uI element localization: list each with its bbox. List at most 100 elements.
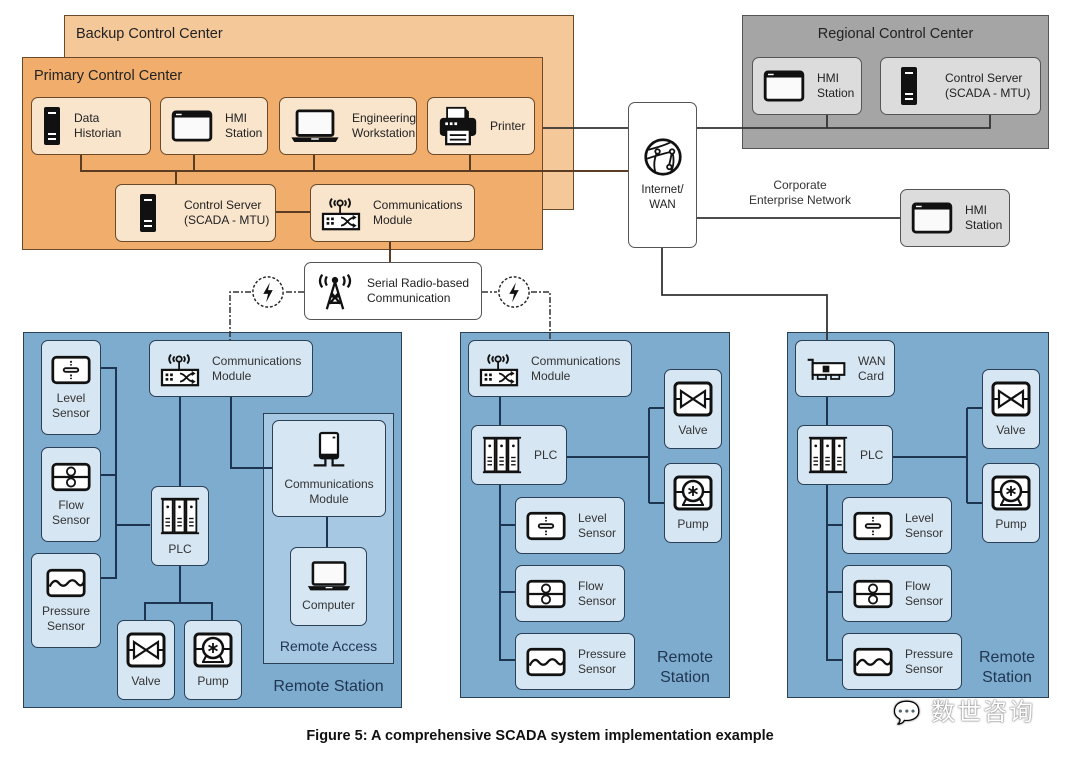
primary-control-center-title: Primary Control Center [34, 68, 183, 84]
rs2-plc-label: PLC [534, 447, 558, 462]
remote-station-1-wires [101, 367, 328, 620]
engineering-workstation-label: Engineering Workstation [352, 111, 417, 140]
regional-control-server-label: Control Server (SCADA - MTU) [945, 71, 1031, 100]
rs3-pressure-sensor-label: Pressure Sensor [905, 646, 954, 676]
rs2-flow-sensor-node[interactable]: Flow Sensor [515, 565, 625, 622]
communications-module-label: Communications Module [373, 198, 463, 227]
rs1-level-sensor-node[interactable]: Level Sensor [41, 340, 101, 435]
plc-icon [482, 435, 522, 475]
rs3-pressure-sensor-node[interactable]: Pressure Sensor [842, 633, 962, 690]
comms-module-icon [160, 351, 200, 387]
window-icon [171, 110, 213, 142]
window-icon [911, 202, 953, 234]
rs1-pump-node[interactable]: Pump [184, 620, 242, 700]
wan-wires [543, 115, 991, 340]
rs2-flow-sensor-label: Flow Sensor [578, 578, 617, 608]
globe-icon [643, 137, 683, 177]
ra-computer-node[interactable]: Computer [290, 547, 367, 626]
rs3-plc-node[interactable]: PLC [797, 425, 893, 485]
rs3-valve-node[interactable]: Valve [982, 369, 1040, 449]
hmi-station-node[interactable]: HMI Station [160, 97, 268, 155]
flow-sensor-icon [853, 579, 893, 609]
pump-icon [991, 475, 1031, 511]
figure-caption: Figure 5: A comprehensive SCADA system i… [306, 728, 774, 744]
rs1-pump-label: Pump [197, 673, 229, 688]
rs2-communications-module-node[interactable]: Communications Module [468, 340, 632, 397]
corporate-hmi-station-label: HMI Station [965, 203, 1003, 232]
watermark: 💬 数世咨询 [893, 692, 1035, 727]
valve-icon [991, 381, 1031, 417]
rs3-pump-node[interactable]: Pump [982, 463, 1040, 543]
rs2-level-sensor-node[interactable]: Level Sensor [515, 497, 625, 554]
window-icon [763, 70, 805, 102]
rs2-valve-node[interactable]: Valve [664, 369, 722, 449]
plc-icon [160, 496, 200, 536]
rs2-level-sensor-label: Level Sensor [578, 510, 617, 540]
ra-communications-module-label: Communications Module [284, 476, 374, 506]
rs1-remote-station-label: Remote Station [273, 678, 384, 695]
rs1-plc-node[interactable]: PLC [151, 486, 209, 566]
rs1-flow-sensor-node[interactable]: Flow Sensor [41, 447, 101, 542]
radio-link-bolt-icon-left [251, 275, 285, 309]
control-server-node[interactable]: Control Server (SCADA - MTU) [115, 184, 276, 242]
rs3-valve-label: Valve [996, 422, 1026, 437]
backup-control-center-title: Backup Control Center [76, 26, 223, 42]
level-sensor-icon [51, 355, 91, 385]
rs3-level-sensor-node[interactable]: Level Sensor [842, 497, 952, 554]
ra-communications-module-node[interactable]: Communications Module [272, 420, 386, 517]
rs2-pump-label: Pump [677, 516, 709, 531]
rs2-remote-station-label: Remote Station [656, 649, 714, 686]
internet-wan-label: Internet/ WAN [641, 184, 684, 211]
remote-station-2-wires [499, 397, 664, 661]
level-sensor-icon [853, 511, 893, 541]
corporate-hmi-station-node[interactable]: HMI Station [900, 189, 1010, 247]
radio-tower-icon [315, 271, 355, 311]
engineering-workstation-node[interactable]: Engineering Workstation [279, 97, 417, 155]
rs3-flow-sensor-node[interactable]: Flow Sensor [842, 565, 952, 622]
printer-node[interactable]: Printer [427, 97, 535, 155]
communications-module-node[interactable]: Communications Module [310, 184, 475, 242]
pressure-sensor-icon [526, 647, 566, 677]
serial-radio-label: Serial Radio-based Communication [367, 276, 470, 305]
rs1-valve-label: Valve [131, 673, 161, 688]
pump-icon [193, 632, 233, 668]
rs1-pressure-sensor-node[interactable]: Pressure Sensor [31, 553, 101, 648]
plc-icon [808, 435, 848, 475]
regional-control-center-title: Regional Control Center [817, 26, 974, 42]
internet-wan-node[interactable]: Internet/ WAN [628, 102, 697, 248]
rs1-communications-module-node[interactable]: Communications Module [149, 340, 313, 397]
rs1-valve-node[interactable]: Valve [117, 620, 175, 700]
valve-icon [126, 632, 166, 668]
printer-label: Printer [490, 118, 526, 133]
regional-hmi-station-label: HMI Station [817, 71, 855, 100]
flow-sensor-icon [51, 462, 91, 492]
data-historian-node[interactable]: Data Historian [31, 97, 151, 155]
laptop-icon [307, 560, 351, 592]
comms-module-icon [321, 195, 361, 231]
rs2-communications-module-label: Communications Module [531, 353, 621, 383]
serial-radio-node[interactable]: Serial Radio-based Communication [304, 262, 482, 320]
server-icon [42, 106, 62, 146]
wan-card-icon [806, 356, 846, 382]
regional-hmi-station-node[interactable]: HMI Station [752, 57, 862, 115]
rs2-pump-node[interactable]: Pump [664, 463, 722, 543]
flow-sensor-icon [526, 579, 566, 609]
rs3-wan-card-node[interactable]: WAN Card [795, 340, 895, 397]
corporate-network-label: Corporate Enterprise Network [720, 178, 880, 208]
router-icon [311, 431, 347, 471]
rs3-plc-label: PLC [860, 447, 884, 462]
regional-control-server-node[interactable]: Control Server (SCADA - MTU) [880, 57, 1041, 115]
valve-icon [673, 381, 713, 417]
rs1-pressure-sensor-label: Pressure Sensor [41, 603, 91, 633]
hmi-station-label: HMI Station [225, 111, 263, 140]
rs3-remote-station-label: Remote Station [978, 649, 1036, 686]
rs2-pressure-sensor-label: Pressure Sensor [578, 646, 627, 676]
rs3-flow-sensor-label: Flow Sensor [905, 578, 944, 608]
radio-link-bolt-icon-right [497, 275, 531, 309]
rs2-plc-node[interactable]: PLC [471, 425, 567, 485]
rs1-plc-label: PLC [168, 541, 192, 556]
ra-computer-label: Computer [302, 598, 355, 612]
rs1-flow-sensor-label: Flow Sensor [51, 497, 91, 527]
rs2-pressure-sensor-node[interactable]: Pressure Sensor [515, 633, 635, 690]
